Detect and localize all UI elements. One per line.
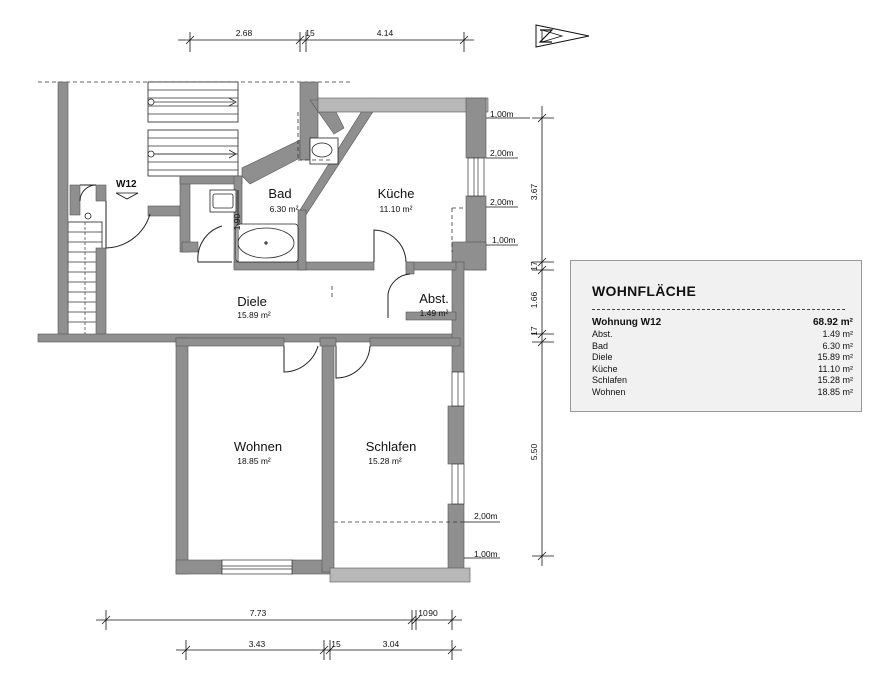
area-total-row: Wohnung W12 68.92 m² [592,316,853,329]
dashed-lines [297,112,464,523]
svg-text:17: 17 [529,261,539,271]
walls [37,81,489,583]
room-wohnen-area: 18.85 m² [237,456,271,466]
room-wohnen-name: Wohnen [234,439,282,454]
area-summary-table: WOHNFLÄCHE Wohnung W12 68.92 m² Abst. 1.… [570,260,862,412]
area-row-value: 15.89 m² [817,352,853,362]
area-row-value: 1.49 m² [822,329,853,339]
height-markers: 1,00m 2,00m 2,00m 1,00m 2,00m 1,00m [464,109,530,559]
area-row-label: Abst. [592,329,613,339]
area-row: Schlafen 15.28 m² [592,375,853,387]
area-row: Abst. 1.49 m² [592,329,853,341]
svg-text:2,00m: 2,00m [474,511,498,521]
svg-text:3.67: 3.67 [529,183,539,200]
area-row-value: 18.85 m² [817,386,853,397]
room-kueche-name: Küche [378,186,415,201]
area-row: Küche 11.10 m² [592,364,853,376]
area-row: Diele 15.89 m² [592,352,853,364]
area-row: Bad 6.30 m² [592,341,853,353]
svg-text:5.50: 5.50 [529,443,539,460]
dimension-bath: 1.90 [232,190,242,262]
dimension-bottom-2: 3.43 15 3.04 [176,639,462,660]
svg-text:15: 15 [305,28,315,38]
svg-text:W12: W12 [116,179,137,190]
area-row-label: Wohnen [592,386,626,397]
svg-text:1,00m: 1,00m [474,549,498,559]
area-total-label: Wohnung W12 [592,317,662,328]
svg-text:1.90: 1.90 [232,213,242,230]
area-row-value: 15.28 m² [817,375,853,385]
room-abst-area: 1.49 m² [420,308,449,318]
room-diele-name: Diele [237,294,267,309]
room-diele-area: 15.89 m² [237,310,271,320]
area-row-label: Küche [592,363,618,374]
room-kueche-area: 11.10 m² [380,204,413,214]
svg-text:2,00m: 2,00m [490,197,514,207]
dimension-bottom-1: 7.73 10 90 [96,608,462,630]
svg-text:3.43: 3.43 [249,639,266,649]
north-arrow-icon [535,24,590,48]
area-row-value: 11.10 m² [818,363,853,374]
svg-text:90: 90 [428,608,438,618]
svg-text:2.68: 2.68 [236,28,253,38]
area-row-value: 6.30 m² [822,340,853,351]
stairs-upper [147,81,239,177]
bathtub [235,223,299,263]
unit-marker: W12 [115,179,139,200]
room-abst-name: Abst. [419,291,449,306]
svg-text:1,00m: 1,00m [490,109,514,119]
svg-text:1.66: 1.66 [529,291,539,308]
svg-text:7.73: 7.73 [250,608,267,618]
room-bad-area: 6.30 m² [270,204,299,214]
area-row-label: Bad [592,340,609,351]
dimension-top: 2.68 15 4.14 [178,28,474,52]
svg-text:1,00m: 1,00m [492,235,516,245]
svg-text:10: 10 [418,608,428,618]
washbasin [209,189,237,213]
doors [79,184,411,379]
area-title: WOHNFLÄCHE [592,283,697,299]
windows [221,157,485,575]
svg-text:17: 17 [529,326,539,336]
area-total-value: 68.92 m² [812,317,853,328]
room-bad-name: Bad [268,186,291,201]
area-divider [592,309,845,310]
svg-text:15: 15 [331,639,341,649]
svg-text:4.14: 4.14 [377,28,394,38]
area-row-label: Schlafen [592,375,628,385]
svg-text:3.04: 3.04 [383,639,400,649]
area-row: Wohnen 18.85 m² [592,387,853,399]
dimension-right: 3.67 17 1.66 17 5.50 [529,106,554,566]
room-schlafen-name: Schlafen [366,439,417,454]
area-row-label: Diele [592,352,613,362]
svg-text:2,00m: 2,00m [490,148,514,158]
room-schlafen-area: 15.28 m² [368,456,402,466]
